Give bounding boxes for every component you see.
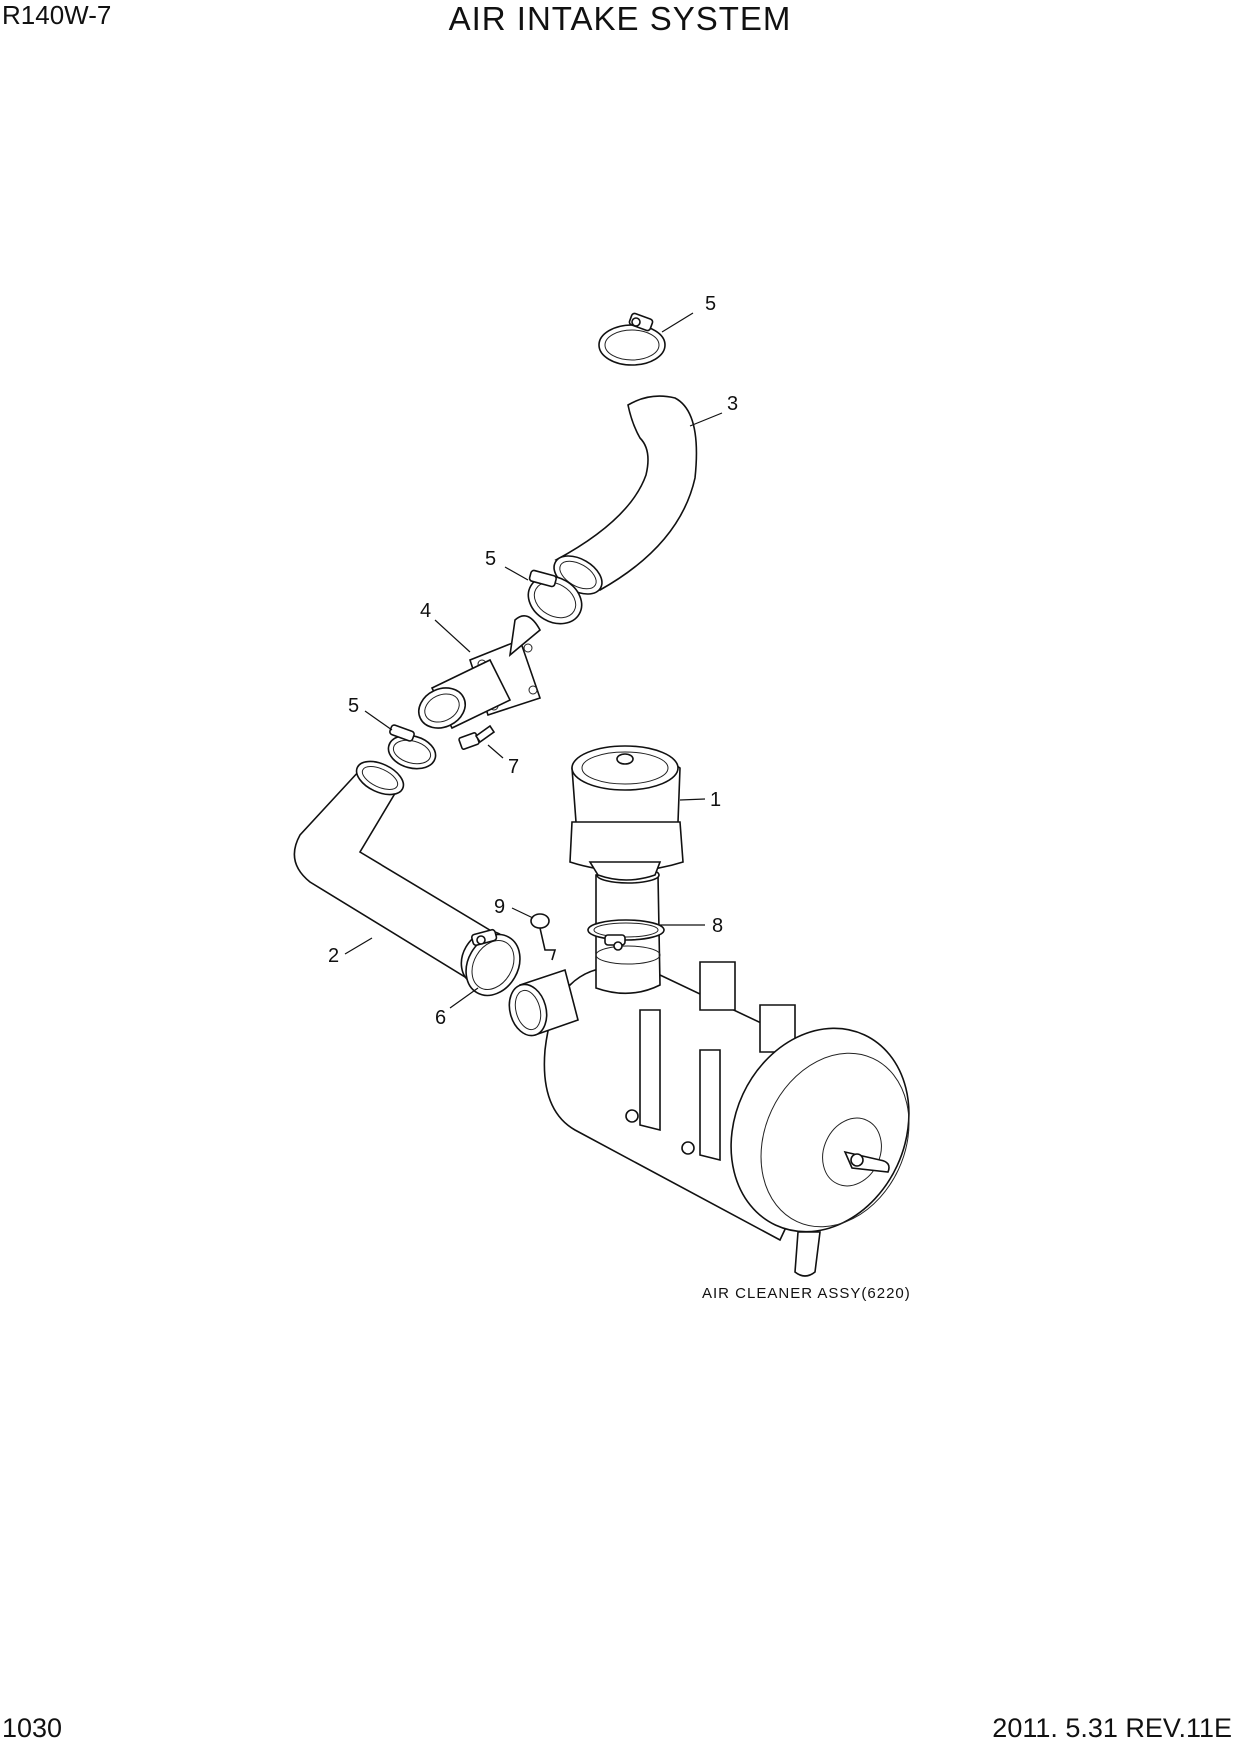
- callout-9: 9: [494, 896, 505, 918]
- hose-3[interactable]: [547, 395, 698, 602]
- callout-7: 7: [508, 756, 519, 778]
- bolt-7[interactable]: [458, 724, 496, 750]
- callout-2: 2: [328, 945, 339, 967]
- callout-1: 1: [710, 789, 721, 811]
- callout-8: 8: [712, 915, 723, 937]
- callout-4: 4: [420, 600, 431, 622]
- flange-pipe-4[interactable]: [412, 614, 542, 736]
- callout-5-middle: 5: [485, 548, 496, 570]
- revision-date: 2011. 5.31 REV.11E: [992, 1713, 1232, 1743]
- leader-lines: [344, 312, 723, 1009]
- callout-5-top: 5: [705, 293, 716, 315]
- clamp-6[interactable]: [455, 925, 530, 1005]
- clamp-5-top[interactable]: [598, 312, 666, 366]
- model-code: R140W-7: [2, 0, 112, 30]
- precleaner-1[interactable]: [569, 745, 684, 881]
- callout-3: 3: [727, 393, 738, 415]
- clamp-5-middle[interactable]: [520, 567, 590, 633]
- page-number: 1030: [2, 1713, 63, 1743]
- callout-6: 6: [435, 1007, 446, 1029]
- clamp-8[interactable]: [587, 919, 665, 951]
- callout-5-lower: 5: [348, 695, 359, 717]
- clamp-5-lower[interactable]: [385, 724, 440, 773]
- page-title: AIR INTAKE SYSTEM: [448, 0, 792, 37]
- clip-9[interactable]: [530, 913, 557, 961]
- assembly-caption: AIR CLEANER ASSY(6220): [702, 1285, 911, 1302]
